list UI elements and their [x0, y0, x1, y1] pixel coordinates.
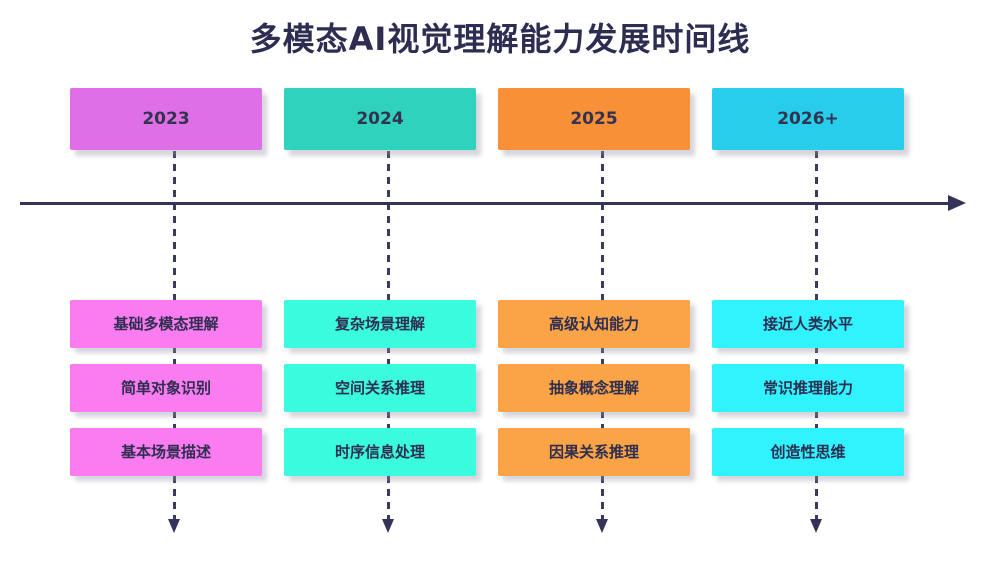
timeline-axis-arrowhead-icon: [948, 195, 966, 211]
year-header-2024: 2024: [284, 88, 476, 150]
year-header-2026plus: 2026+: [712, 88, 904, 150]
capability-box: 创造性思维: [712, 428, 904, 476]
down-arrowhead-icon: [168, 519, 180, 533]
capability-box: 接近人类水平: [712, 300, 904, 348]
capability-box: 空间关系推理: [284, 364, 476, 412]
capability-box: 简单对象识别: [70, 364, 262, 412]
down-arrowhead-icon: [596, 519, 608, 533]
capability-box: 时序信息处理: [284, 428, 476, 476]
year-header-2025: 2025: [498, 88, 690, 150]
down-arrowhead-icon: [382, 519, 394, 533]
capability-box: 基础多模态理解: [70, 300, 262, 348]
timeline-column-2025: 2025 高级认知能力 抽象概念理解 因果关系推理: [498, 0, 690, 583]
capability-box: 抽象概念理解: [498, 364, 690, 412]
capability-box: 复杂场景理解: [284, 300, 476, 348]
timeline-column-2024: 2024 复杂场景理解 空间关系推理 时序信息处理: [284, 0, 476, 583]
down-arrowhead-icon: [810, 519, 822, 533]
year-header-2023: 2023: [70, 88, 262, 150]
capability-box: 常识推理能力: [712, 364, 904, 412]
timeline-column-2026plus: 2026+ 接近人类水平 常识推理能力 创造性思维: [712, 0, 904, 583]
capability-box: 因果关系推理: [498, 428, 690, 476]
timeline-column-2023: 2023 基础多模态理解 简单对象识别 基本场景描述: [70, 0, 262, 583]
capability-box: 高级认知能力: [498, 300, 690, 348]
timeline-axis-line: [20, 202, 950, 205]
page-title: 多模态AI视觉理解能力发展时间线: [249, 20, 751, 58]
capability-box: 基本场景描述: [70, 428, 262, 476]
